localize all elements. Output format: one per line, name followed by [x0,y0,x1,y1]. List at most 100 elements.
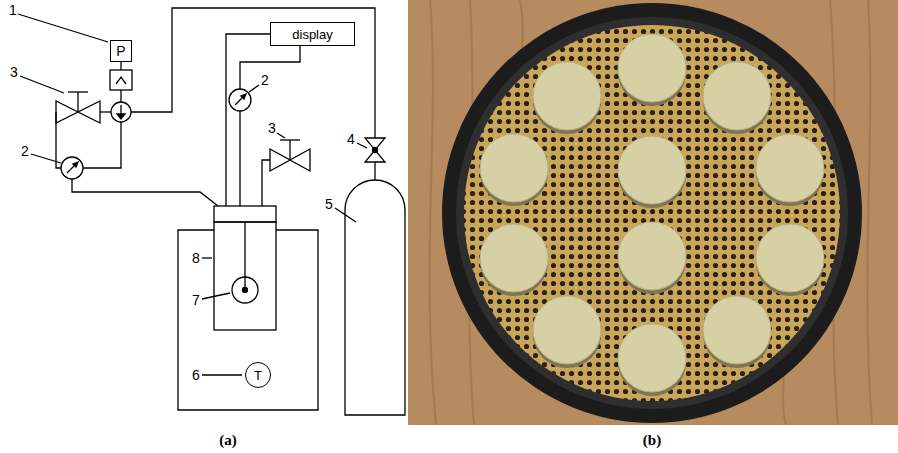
valve-symbol [290,149,310,171]
label-text: 5 [325,196,333,212]
node-text: T [254,369,262,382]
rock-core [533,62,601,130]
valve-handle [68,91,88,92]
regulator-mark [116,77,126,84]
leader-line [31,154,61,163]
pipe-line [239,111,240,206]
pressure-box: P [110,40,132,62]
pump-symbol [111,102,131,122]
sieve-rim [442,3,862,423]
callout-number: 2 [21,144,29,158]
leader-line [20,76,64,93]
rock-core [756,134,824,202]
cylinder-valve-dot [373,148,378,153]
display-box: display [270,22,355,46]
label-text: 3 [10,64,18,80]
pipe-line [120,62,121,70]
rock-core [480,34,824,396]
rock-core [618,34,686,102]
pressure-vessel [214,222,276,330]
rock-core [618,324,686,392]
rock-core [703,62,771,130]
panel-caption: (a) [219,433,237,448]
callout-number: 5 [325,197,333,211]
wood-table [408,0,898,425]
valve-symbol [56,101,78,123]
sieve-wall [456,17,848,409]
label-text: 2 [261,72,269,88]
gauge-needle [235,95,245,105]
leader-line [18,14,108,42]
label-text: 4 [347,131,355,147]
valve-handle [280,139,300,140]
signal-line [240,46,300,89]
pressure-gauge [229,89,251,111]
callout-number: 4 [347,132,355,146]
rock-core [480,224,548,292]
pipe-line [374,162,375,180]
pump-arrow-head [117,114,125,119]
rock-core [618,222,686,290]
thermostat-bath [178,230,318,410]
valve-symbol [78,101,100,123]
signal-line [226,34,270,206]
sample-hanger [244,222,245,290]
thermometer-circle: T [245,362,271,388]
wood-grain [430,0,872,425]
rock-core [533,296,601,364]
valve-symbol [270,149,290,171]
regulator-box [110,70,132,90]
leader-line [335,208,356,222]
pipe-line [120,90,121,102]
gauge-needle [67,163,77,173]
pipe-line [56,112,61,168]
valve-stem [289,140,290,160]
callout-number: 3 [268,121,276,135]
callout-number: 8 [192,251,200,265]
pressure-gauge [61,157,83,179]
apparatus-schematic [18,8,405,415]
leader-line [202,257,212,258]
gas-line [131,8,375,138]
leader-line [202,293,230,299]
leader-line [357,143,367,148]
wood-grain [430,0,436,425]
leader-line [277,133,285,138]
leader-line [202,374,242,375]
callout-number: 6 [192,368,200,382]
gauge-needle-head [73,162,78,167]
sample-holder [232,277,258,303]
panel-caption: (b) [643,433,661,448]
label-text: (b) [643,432,661,448]
pipe-line [262,160,270,206]
gas-cylinder [345,180,405,415]
label-text: 8 [192,250,200,266]
gauge-needle-head [241,94,246,99]
label-text: 3 [268,120,276,136]
rock-core [703,296,771,364]
sample-photo [408,0,898,425]
rock-core [756,224,824,292]
callout-number: 3 [10,65,18,79]
label-text: 7 [192,292,200,308]
label-text: 1 [9,2,17,18]
pipe-line [100,111,111,112]
sample-dot [243,288,248,293]
callout-number: 1 [9,3,17,17]
rock-core [618,136,686,204]
callout-number: 7 [192,293,200,307]
vessel-lid [214,206,276,222]
sieve-mesh [464,25,840,401]
leader-line [249,85,259,92]
label-text: 6 [192,367,200,383]
pipe-line [72,179,218,206]
pipe-line [83,122,121,168]
label-text: 2 [21,143,29,159]
node-text: display [292,28,332,41]
label-text: (a) [219,432,237,448]
callout-number: 2 [261,73,269,87]
valve-stem [77,92,78,112]
